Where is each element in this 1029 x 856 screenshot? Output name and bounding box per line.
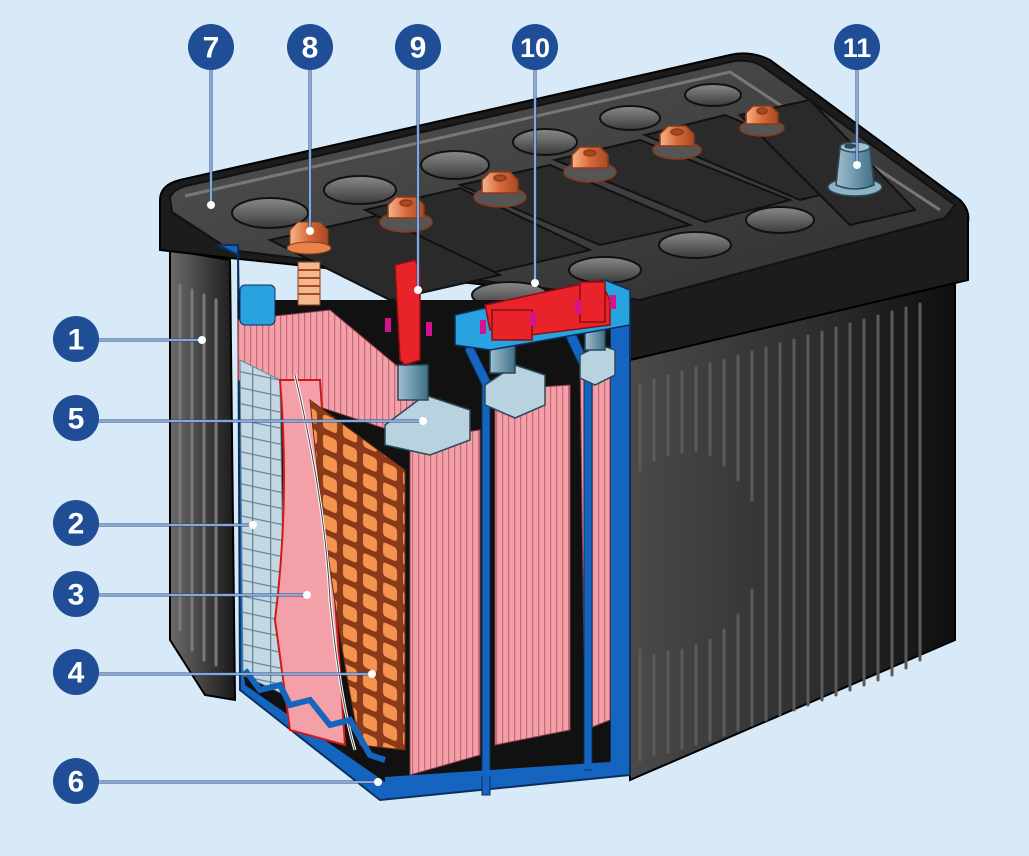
callout-10-label: 10 — [520, 33, 550, 63]
plate-stack-cell-2 — [494, 384, 571, 746]
callout-1-label: 1 — [68, 324, 85, 357]
callout-9-badge — [395, 24, 441, 70]
callout-11-label: 11 — [843, 33, 872, 63]
callout-2-badge — [53, 500, 99, 546]
callout-2-anchor — [249, 521, 257, 529]
callout-7-anchor — [207, 201, 215, 209]
positive-plate-grid — [309, 398, 406, 751]
cutaway-section — [217, 221, 631, 802]
battery-case — [169, 213, 956, 782]
callout-3-anchor — [303, 591, 311, 599]
callout-9: 9 — [395, 24, 441, 294]
callout-8-label: 8 — [302, 32, 319, 65]
callout-3-label: 3 — [68, 579, 85, 612]
callout-6: 6 — [53, 758, 382, 804]
callout-11-badge — [834, 24, 880, 70]
callout-5-label: 5 — [68, 403, 85, 436]
callout-1-badge — [53, 316, 99, 362]
callout-7: 7 — [188, 24, 234, 209]
callout-10: 10 — [512, 24, 558, 287]
battery-lid — [159, 52, 970, 362]
callout-6-label: 6 — [68, 766, 85, 799]
callout-7-label: 7 — [203, 32, 220, 65]
callout-11-anchor — [853, 161, 861, 169]
callout-6-badge — [53, 758, 99, 804]
callout-2: 2 — [53, 500, 257, 546]
callout-1: 1 — [53, 316, 206, 362]
callout-2-label: 2 — [68, 508, 85, 541]
callout-8-anchor — [306, 227, 314, 235]
callout-8-badge — [287, 24, 333, 70]
callouts: 7 8 9 10 — [53, 24, 880, 804]
callout-10-anchor — [531, 279, 539, 287]
cell-connector — [394, 259, 631, 366]
callout-5: 5 — [53, 395, 427, 441]
callout-5-badge — [53, 395, 99, 441]
callout-4: 4 — [53, 649, 376, 695]
case-ribs — [638, 302, 922, 762]
callout-11: 11 — [834, 24, 880, 169]
callout-4-badge — [53, 649, 99, 695]
callout-7-badge — [188, 24, 234, 70]
plate-stack-cell-1 — [409, 429, 481, 776]
callout-4-anchor — [368, 670, 376, 678]
callout-6-anchor — [374, 778, 382, 786]
callout-9-label: 9 — [410, 32, 427, 65]
callout-4-label: 4 — [68, 657, 85, 690]
callout-5-anchor — [419, 417, 427, 425]
callout-10-badge — [512, 24, 558, 70]
callout-3-badge — [53, 571, 99, 617]
callout-9-anchor — [414, 286, 422, 294]
callout-1-anchor — [198, 336, 206, 344]
callout-3: 3 — [53, 571, 311, 617]
callout-8: 8 — [287, 24, 333, 235]
